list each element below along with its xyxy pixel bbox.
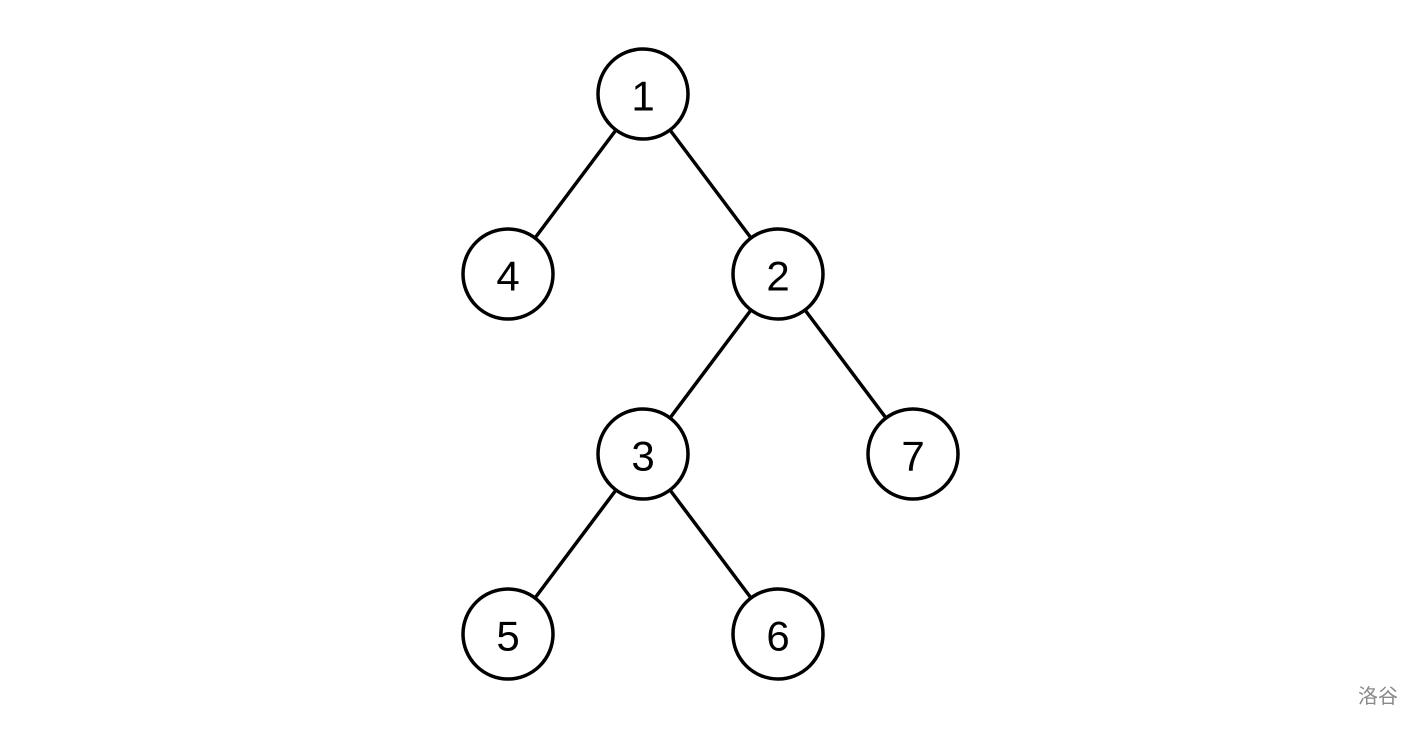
tree-edges xyxy=(533,128,888,600)
edge-3-5 xyxy=(533,488,618,600)
node-label-4: 4 xyxy=(496,253,519,300)
node-label-1: 1 xyxy=(631,73,654,120)
node-label-6: 6 xyxy=(766,613,789,660)
tree-node-3: 3 xyxy=(596,407,690,501)
node-circle-6 xyxy=(731,587,825,681)
edge-2-3 xyxy=(668,308,753,420)
node-label-3: 3 xyxy=(631,433,654,480)
tree-node-6: 6 xyxy=(731,587,825,681)
tree-node-2: 2 xyxy=(731,227,825,321)
edge-1-2 xyxy=(668,128,753,240)
node-circle-7 xyxy=(866,407,960,501)
tree-node-5: 5 xyxy=(461,587,555,681)
node-circle-2 xyxy=(731,227,825,321)
node-circle-5 xyxy=(461,587,555,681)
tree-nodes: 1 4 2 3 7 5 6 xyxy=(461,47,960,681)
tree-node-4: 4 xyxy=(461,227,555,321)
node-label-7: 7 xyxy=(901,433,924,480)
tree-node-7: 7 xyxy=(866,407,960,501)
node-circle-1 xyxy=(596,47,690,141)
node-circle-3 xyxy=(596,407,690,501)
edge-3-6 xyxy=(668,488,753,600)
node-circle-4 xyxy=(461,227,555,321)
edge-1-4 xyxy=(533,128,618,240)
tree-node-1: 1 xyxy=(596,47,690,141)
luogu-watermark: 洛谷 xyxy=(1358,684,1398,708)
node-label-5: 5 xyxy=(496,613,519,660)
node-label-2: 2 xyxy=(766,253,789,300)
edge-2-7 xyxy=(803,308,888,420)
